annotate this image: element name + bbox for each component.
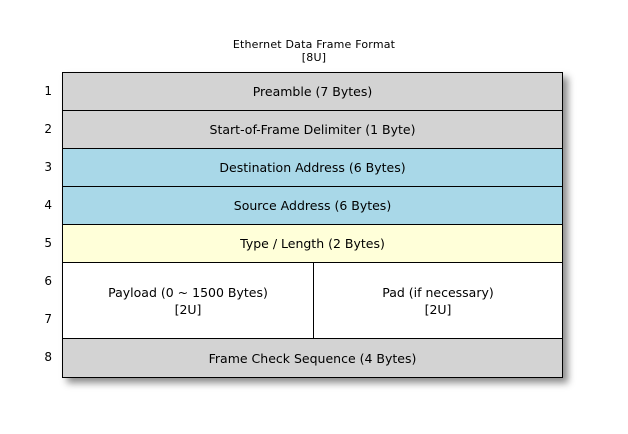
ethernet-frame-diagram: 1 2 3 4 5 6 7 8 Preamble (7 Bytes) Start…	[0, 72, 628, 412]
frame-field-type-length-label: Type / Length (2 Bytes)	[240, 236, 385, 251]
frame-field-pad: Pad (if necessary) [2U]	[314, 263, 562, 338]
row-number-7: 7	[44, 312, 52, 326]
diagram-title: Ethernet Data Frame Format [8U]	[0, 38, 628, 64]
diagram-title-subtitle: [8U]	[301, 51, 327, 64]
frame-field-pad-unit: [2U]	[424, 301, 452, 317]
frame-field-payload-label: Payload (0 ~ 1500 Bytes)	[108, 284, 268, 300]
frame-field-payload-unit: [2U]	[174, 301, 202, 317]
frame-field-preamble-label: Preamble (7 Bytes)	[252, 84, 373, 99]
row-number-3: 3	[44, 160, 52, 174]
row-number-4: 4	[44, 198, 52, 212]
frame-field-destination-address: Destination Address (6 Bytes)	[63, 149, 562, 187]
frame-field-destination-address-label: Destination Address (6 Bytes)	[219, 160, 406, 175]
frame-field-pad-label: Pad (if necessary)	[382, 284, 494, 300]
frame-field-table: Preamble (7 Bytes) Start-of-Frame Delimi…	[62, 72, 563, 378]
frame-field-frame-check-sequence: Frame Check Sequence (4 Bytes)	[63, 339, 562, 377]
frame-field-type-length: Type / Length (2 Bytes)	[63, 225, 562, 263]
frame-field-sfd-label: Start-of-Frame Delimiter (1 Byte)	[209, 122, 416, 137]
row-number-1: 1	[44, 84, 52, 98]
diagram-title-main: Ethernet Data Frame Format	[232, 38, 396, 51]
frame-field-frame-check-sequence-label: Frame Check Sequence (4 Bytes)	[208, 350, 417, 366]
frame-field-source-address-label: Source Address (6 Bytes)	[233, 198, 392, 213]
frame-field-payload-pad-row: Payload (0 ~ 1500 Bytes) [2U] Pad (if ne…	[63, 263, 562, 339]
row-number-gutter: 1 2 3 4 5 6 7 8	[0, 72, 62, 398]
frame-field-preamble: Preamble (7 Bytes)	[63, 73, 562, 111]
row-number-6: 6	[44, 274, 52, 288]
row-number-2: 2	[44, 122, 52, 136]
frame-field-source-address: Source Address (6 Bytes)	[63, 187, 562, 225]
frame-field-sfd: Start-of-Frame Delimiter (1 Byte)	[63, 111, 562, 149]
frame-field-payload: Payload (0 ~ 1500 Bytes) [2U]	[63, 263, 314, 338]
row-number-8: 8	[44, 350, 52, 364]
row-number-5: 5	[44, 236, 52, 250]
